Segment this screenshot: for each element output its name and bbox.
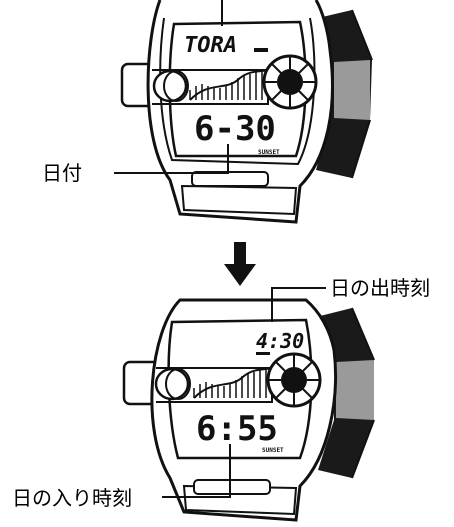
top-watch-graph bbox=[152, 69, 269, 105]
top-watch-bezel bbox=[159, 17, 316, 166]
top-watch-sunset-mark: SUNSET bbox=[258, 149, 280, 156]
callout-sunset-label: 日の入り時刻 bbox=[12, 486, 132, 510]
top-watch-date-text: 6-30 bbox=[194, 109, 276, 149]
top-watch-indicator bbox=[254, 48, 268, 52]
bottom-watch-sunset-mark: SUNSET bbox=[262, 447, 284, 454]
callout-date-label: 日付 bbox=[42, 161, 82, 185]
bottom-watch-sunset-text: 6:55 bbox=[196, 409, 278, 449]
bottom-watch-sun-dial bbox=[266, 352, 322, 408]
top-watch-sun-dial bbox=[262, 54, 318, 110]
bottom-watch-display bbox=[167, 318, 313, 460]
bottom-watch-sunrise-underline bbox=[256, 352, 270, 355]
bottom-watch-lower-button bbox=[193, 479, 271, 495]
top-watch-lower-button bbox=[191, 171, 269, 187]
top-watch: TORA 6-30 SUNSET 日付 bbox=[42, 0, 373, 224]
callout-sunrise-label: 日の出時刻 bbox=[330, 276, 430, 300]
bottom-watch-sunrise-text: 4:30 bbox=[256, 329, 304, 353]
top-watch-date-pointer bbox=[114, 144, 229, 174]
sunrise-pointer bbox=[271, 287, 326, 322]
top-watch-name-text: TORA bbox=[184, 33, 237, 58]
bottom-watch: 4:30 6:55 SUNSET 日の出時刻 日の入り時刻 bbox=[12, 276, 430, 522]
sunset-pointer bbox=[162, 444, 231, 498]
down-arrow-icon bbox=[224, 242, 256, 286]
